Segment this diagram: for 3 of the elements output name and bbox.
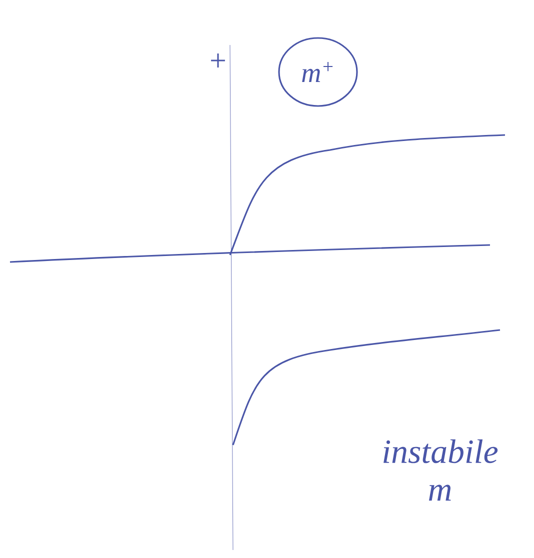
circled-label: m$^{+}$ [278, 37, 358, 107]
plus-sign: + [211, 54, 225, 68]
handwritten-note: instabile m [384, 439, 498, 501]
